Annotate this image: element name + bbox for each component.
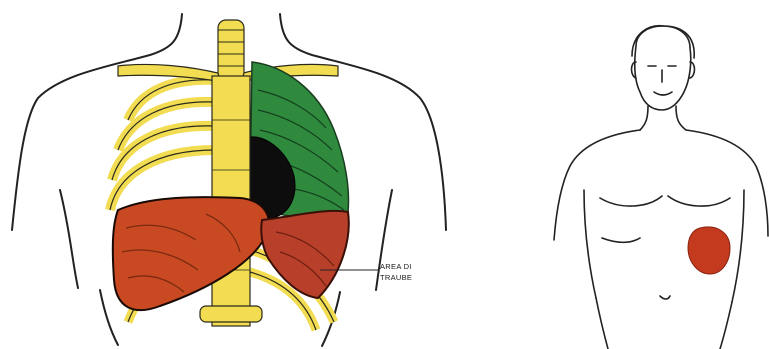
shoulder-right bbox=[686, 130, 768, 236]
head bbox=[635, 26, 691, 110]
pectoral-left bbox=[600, 196, 662, 206]
spleen-highlight bbox=[688, 227, 730, 274]
traube-label-line1: AREA DI bbox=[380, 261, 440, 272]
hair bbox=[632, 26, 694, 58]
arm-right-inner bbox=[732, 190, 744, 302]
pectoral-right bbox=[668, 196, 730, 206]
ribline-left bbox=[602, 238, 640, 243]
traube-label-line2: TRAUBE bbox=[380, 272, 440, 283]
navel bbox=[660, 296, 670, 299]
traube-area-label: AREA DI TRAUBE bbox=[380, 261, 440, 283]
shoulder-left bbox=[554, 130, 640, 240]
torso-figure bbox=[554, 26, 768, 349]
hip-right bbox=[720, 302, 732, 349]
hip-left bbox=[596, 298, 608, 349]
thorax-figure bbox=[12, 14, 446, 346]
arm-left-inner bbox=[584, 190, 596, 298]
face-features bbox=[648, 66, 676, 95]
